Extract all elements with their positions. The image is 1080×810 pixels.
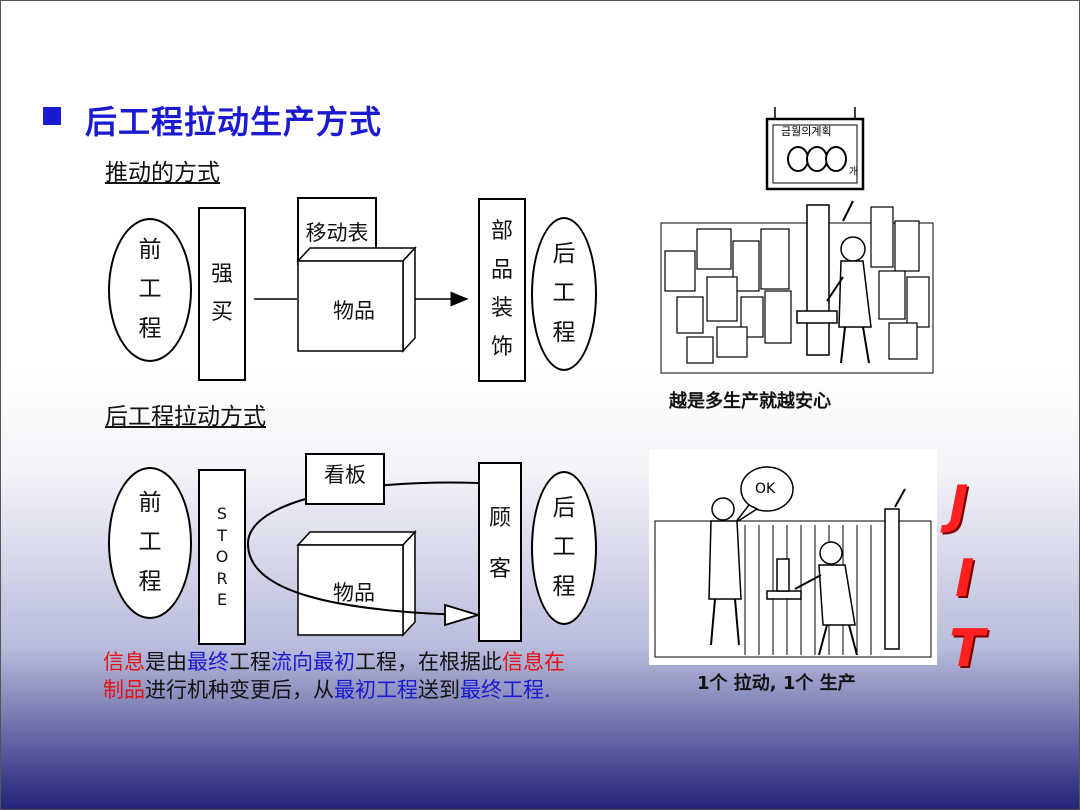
pull-next-char: 后: [552, 495, 576, 522]
pull-goods-label: 物品: [333, 581, 375, 605]
note-span: 最初工程: [334, 677, 418, 702]
note-span: 送到: [418, 677, 460, 702]
pull-prev-char: 程: [138, 568, 162, 595]
store-box: S T O R E: [198, 469, 246, 645]
parts-deco-char: 品: [490, 257, 513, 283]
push-next-char: 程: [552, 319, 576, 346]
move-table-text: 移动表: [305, 221, 369, 245]
note-span: .: [544, 677, 551, 702]
push-prev-process-oval: 前 工 程: [108, 218, 192, 362]
kanban-label: 看板: [305, 453, 385, 505]
jit-letter-i: I: [955, 549, 975, 609]
jit-letter-j: J: [949, 475, 969, 535]
note-span: 最终工程: [460, 677, 544, 702]
bullet-square-icon: [43, 107, 61, 125]
note-span: 是由: [145, 650, 187, 674]
push-prev-char: 前: [138, 237, 162, 264]
plan-sign-text: 금월의계획: [781, 125, 832, 138]
parts-deco-char: 装: [490, 296, 513, 321]
push-next-char: 后: [552, 241, 576, 268]
pull-prev-process-oval: 前 工 程: [108, 467, 192, 619]
store-char: O: [215, 547, 229, 567]
pull-next-char: 程: [552, 573, 576, 600]
store-char: T: [217, 525, 227, 545]
note-span: 最初: [313, 650, 355, 674]
pull-heading: 后工程拉动方式: [105, 404, 266, 430]
overproduction-caption: 越是多生产就越安心: [669, 391, 831, 412]
ok-speech-text: OK: [755, 481, 776, 497]
push-next-char: 工: [552, 280, 576, 307]
note-span: 进行机种变更后，从: [145, 677, 334, 702]
page-title: 后工程拉动生产方式: [85, 103, 383, 141]
push-goods-cube: [296, 246, 417, 353]
push-prev-char: 工: [138, 276, 162, 303]
kanban-text: 看板: [324, 463, 366, 487]
push-goods-label: 物品: [333, 299, 375, 323]
overproduction-illustration: 금월의계획 개: [657, 101, 937, 383]
parts-deco-box: 部 品 装 饰: [478, 198, 526, 382]
pull-production-illustration: OK: [649, 449, 937, 665]
note-span: 工程，在根据此: [355, 650, 502, 674]
pull-goods-cube: [296, 530, 417, 637]
note-span: 工程: [229, 650, 271, 674]
parts-deco-char: 部: [490, 219, 513, 244]
force-buy-char: 买: [210, 300, 233, 325]
note-span: 最终: [187, 650, 229, 674]
customer-char: 客: [488, 556, 511, 582]
info-flow-note: 信息是由最终工程流向最初工程，在根据此信息在制品进行机种变更后，从最初工程送到最…: [103, 649, 663, 704]
note-span: 信息在: [502, 650, 565, 674]
pull-prev-char: 前: [138, 490, 162, 517]
force-buy-box: 强 买: [198, 207, 246, 381]
pull-production-caption: 1个 拉动, 1个 生产: [697, 673, 856, 694]
store-char: R: [216, 568, 228, 588]
push-prev-char: 程: [138, 315, 162, 342]
jit-letter-t: T: [949, 619, 985, 679]
pull-prev-char: 工: [138, 529, 162, 556]
force-buy-char: 强: [210, 261, 233, 287]
customer-box: 顾 客: [478, 462, 522, 642]
overproduction-drawing: [660, 107, 934, 374]
note-span: 信息: [103, 650, 145, 674]
push-heading: 推动的方式: [105, 160, 220, 186]
note-span: 流向: [271, 650, 313, 674]
note-span: 制品: [103, 677, 145, 702]
customer-char: 顾: [488, 506, 511, 531]
store-char: S: [216, 504, 228, 524]
pull-hollow-arrowhead: [444, 603, 482, 627]
push-next-process-oval: 后 工 程: [531, 217, 597, 371]
store-char: E: [216, 590, 228, 610]
parts-deco-char: 饰: [490, 334, 513, 360]
pull-next-process-oval: 后 工 程: [531, 471, 597, 625]
plan-sign-unit: 개: [849, 167, 859, 178]
pull-next-char: 工: [552, 534, 576, 561]
pull-production-drawing: [654, 466, 932, 658]
